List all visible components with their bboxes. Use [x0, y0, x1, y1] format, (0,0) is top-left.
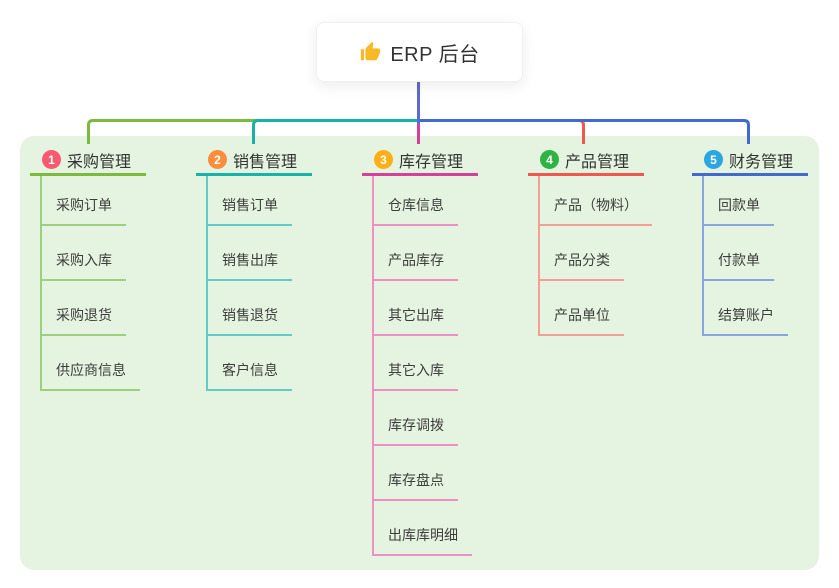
child-topic[interactable]: 出库库明细	[374, 525, 472, 556]
child-topic[interactable]: 供应商信息	[42, 360, 140, 391]
branch-number-badge: 1	[42, 150, 61, 169]
child-topic[interactable]: 采购入库	[42, 250, 126, 281]
branch-title-label: 产品管理	[565, 153, 630, 171]
child-topic-list: 仓库信息产品库存其它出库其它入库库存调拨库存盘点出库库明细	[372, 176, 478, 556]
branch-title-label: 销售管理	[233, 153, 298, 171]
branch-number-badge: 4	[540, 150, 559, 169]
branch-title-label: 库存管理	[399, 153, 464, 171]
child-topic[interactable]: 付款单	[704, 250, 774, 281]
child-topic-list: 销售订单销售出库销售退货客户信息	[206, 176, 312, 391]
child-topic[interactable]: 库存调拨	[374, 415, 458, 446]
branch-inventory: 3 库存管理 仓库信息产品库存其它出库其它入库库存调拨库存盘点出库库明细	[362, 150, 478, 556]
child-topic[interactable]: 销售出库	[208, 250, 292, 281]
child-topic[interactable]: 销售退货	[208, 305, 292, 336]
branch-title-product[interactable]: 4 产品管理	[528, 150, 644, 176]
child-topic[interactable]: 产品库存	[374, 250, 458, 281]
branch-purchase: 1 采购管理 采购订单采购入库采购退货供应商信息	[30, 150, 146, 391]
thumbs-up-icon	[361, 41, 381, 61]
branch-title-label: 财务管理	[729, 153, 794, 171]
child-topic[interactable]: 采购订单	[42, 195, 126, 226]
child-topic[interactable]: 其它入库	[374, 360, 458, 391]
child-topic-list: 采购订单采购入库采购退货供应商信息	[40, 176, 146, 391]
child-topic-list: 回款单付款单结算账户	[702, 176, 808, 336]
branch-sales: 2 销售管理 销售订单销售出库销售退货客户信息	[196, 150, 312, 391]
branch-title-purchase[interactable]: 1 采购管理	[30, 150, 146, 176]
child-topic-list: 产品（物料） 产品分类产品单位	[538, 176, 652, 336]
child-topic[interactable]: 回款单	[704, 195, 774, 226]
child-topic[interactable]: 结算账户	[704, 305, 788, 336]
child-topic[interactable]: 产品单位	[540, 305, 624, 336]
child-topic[interactable]: 仓库信息	[374, 195, 458, 226]
child-topic[interactable]: 其它出库	[374, 305, 458, 336]
branches-panel	[20, 136, 819, 570]
branch-title-sales[interactable]: 2 销售管理	[196, 150, 312, 176]
child-topic[interactable]: 库存盘点	[374, 470, 458, 501]
child-topic[interactable]: 产品分类	[540, 250, 624, 281]
branch-product: 4 产品管理 产品（物料） 产品分类产品单位	[528, 150, 652, 336]
root-topic-label: ERP 后台	[390, 43, 480, 66]
branch-title-inventory[interactable]: 3 库存管理	[362, 150, 478, 176]
branch-title-finance[interactable]: 5 财务管理	[692, 150, 808, 176]
child-topic[interactable]: 客户信息	[208, 360, 292, 391]
child-topic[interactable]: 销售订单	[208, 195, 292, 226]
branch-number-badge: 5	[704, 150, 723, 169]
child-topic[interactable]: 采购退货	[42, 305, 126, 336]
branch-number-badge: 3	[374, 150, 393, 169]
branch-number-badge: 2	[208, 150, 227, 169]
child-topic[interactable]: 产品（物料）	[540, 195, 652, 226]
root-topic[interactable]: ERP 后台	[316, 22, 523, 82]
branch-title-label: 采购管理	[67, 153, 132, 171]
branch-finance: 5 财务管理 回款单付款单结算账户	[692, 150, 808, 336]
